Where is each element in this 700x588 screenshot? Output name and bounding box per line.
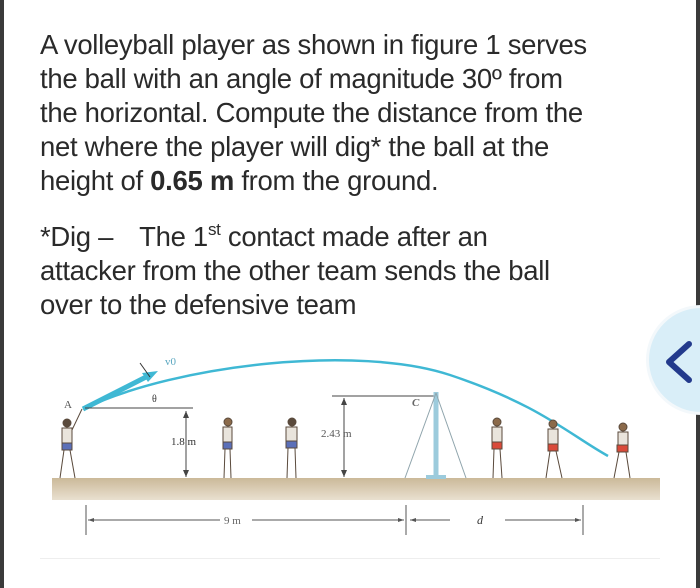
distance-d-label: d xyxy=(477,513,484,527)
distance-9m-label: 9 m xyxy=(224,515,241,527)
player xyxy=(222,417,233,479)
question-line: A volleyball player as shown in figure 1… xyxy=(40,29,587,60)
dig-height-value: 0.65 m xyxy=(150,165,234,196)
point-c-label: C xyxy=(412,397,420,409)
point-a-label: A xyxy=(64,399,72,411)
left-window-border xyxy=(0,0,4,588)
right-window-border xyxy=(696,0,700,310)
player xyxy=(545,419,563,479)
chevron-left-icon xyxy=(666,341,692,383)
problem-statement: A volleyball player as shown in figure 1… xyxy=(40,28,670,198)
question-line: net where the player will dig* the ball … xyxy=(40,131,550,162)
angle-label: θ xyxy=(152,394,157,405)
dig-definition: *Dig –The 1st contact made after an atta… xyxy=(40,220,670,322)
player xyxy=(491,417,503,479)
player xyxy=(285,417,298,479)
divider xyxy=(40,558,660,559)
server-player xyxy=(59,408,83,479)
digging-player xyxy=(613,422,631,479)
serve-height-label: 1.8 m xyxy=(171,436,197,448)
velocity-vector xyxy=(81,372,152,412)
ball-trajectory xyxy=(82,359,609,458)
question-line: height of 0.65 m from the ground. xyxy=(40,165,439,196)
question-line: the horizontal. Compute the distance fro… xyxy=(40,97,583,128)
question-line: the ball with an angle of magnitude 30º … xyxy=(40,63,563,94)
volleyball-figure: v0 A θ 1.8 m 2.43 m C xyxy=(52,356,660,535)
right-window-border xyxy=(696,414,700,588)
footnote-line: attacker from the other team sends the b… xyxy=(40,255,550,286)
footnote-line: over to the defensive team xyxy=(40,289,357,320)
net-height-label: 2.43 m xyxy=(321,428,352,440)
footnote-line: *Dig –The 1st contact made after an xyxy=(40,220,488,252)
svg-text:v0: v0 xyxy=(165,356,177,368)
floor xyxy=(52,478,660,500)
footnote-term: *Dig – xyxy=(40,221,114,252)
